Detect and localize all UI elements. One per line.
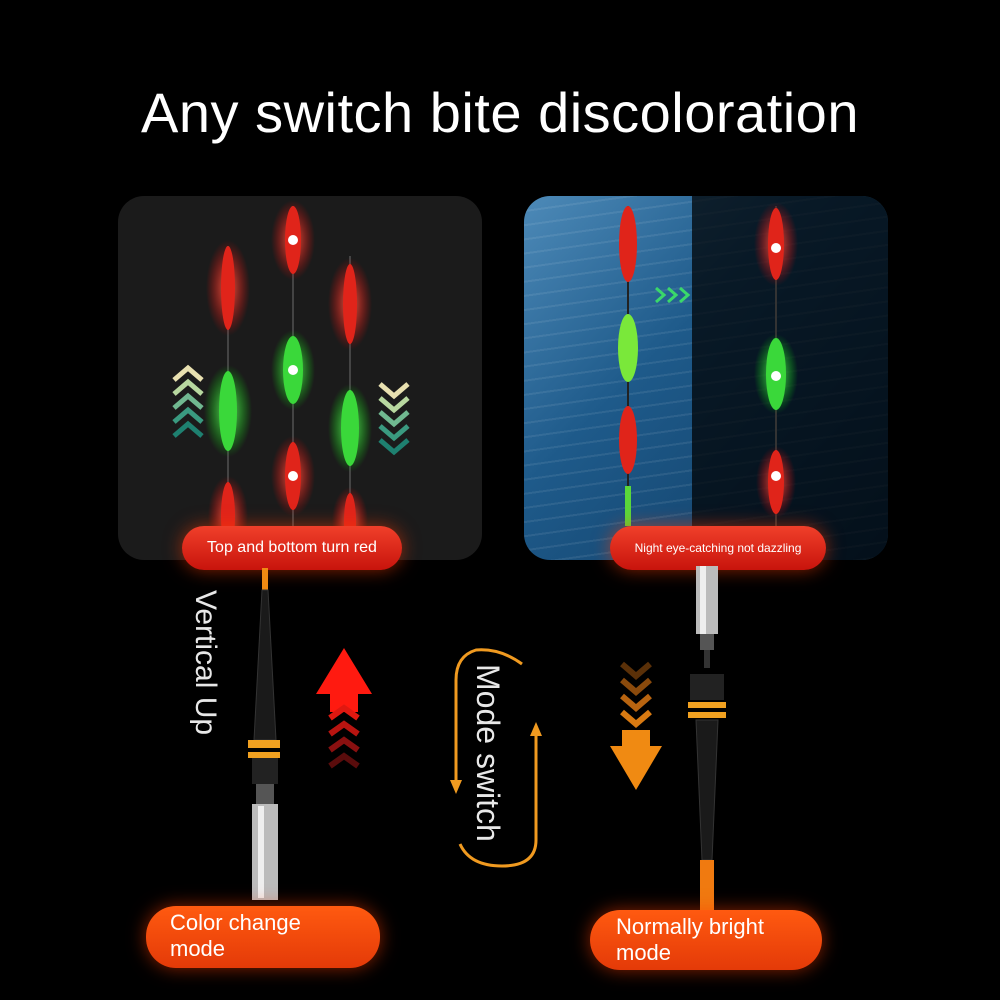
mode-switch-label: Mode switch: [470, 664, 506, 842]
up-chevrons-icon: [172, 364, 204, 438]
night-label: Night eye-catching not dazzling: [610, 526, 826, 570]
normally-bright-panel: [524, 196, 888, 560]
float-right: [328, 256, 372, 555]
right-floats-graphic: [618, 202, 798, 526]
orange-down-arrow-icon: [610, 661, 662, 790]
normally-bright-mode-line1: Normally bright: [616, 914, 764, 939]
red-up-arrow-icon: [316, 648, 372, 769]
top-bottom-red-label: Top and bottom turn red: [182, 526, 402, 570]
normally-bright-mode-line2: mode: [616, 940, 672, 965]
color-change-mode-line1: Color change: [170, 910, 301, 935]
page-title: Any switch bite discoloration: [141, 81, 859, 144]
double-chevron-right-icon: [655, 286, 691, 304]
float-body-right: [688, 566, 726, 910]
color-change-mode-label: Color change mode: [146, 906, 380, 968]
vertical-up-label: Vertical Up: [189, 590, 222, 736]
normally-bright-mode-label: Normally bright mode: [590, 910, 822, 970]
float-day: [618, 206, 638, 526]
float-body-left: [248, 568, 280, 900]
color-change-mode-line2: mode: [170, 936, 226, 961]
float-night: [754, 202, 798, 526]
color-change-panel: [118, 196, 482, 560]
left-floats-graphic: [172, 200, 410, 556]
cycle-arrows-icon: [450, 648, 542, 868]
down-chevrons-icon: [378, 382, 410, 456]
float-center: [271, 200, 315, 526]
